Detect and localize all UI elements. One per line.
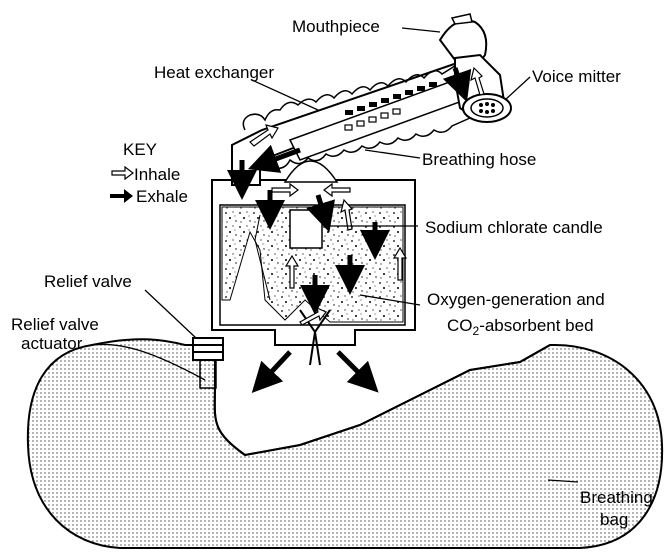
mouthpiece-label: Mouthpiece [292, 17, 380, 36]
breathing-bag [28, 339, 662, 548]
key-legend: KEY Inhale Exhale [110, 140, 188, 206]
solid-arrow-icon [110, 189, 133, 203]
sodium-candle-label: Sodium chlorate candle [425, 218, 603, 237]
breathing-bag-label-line2: bag [600, 510, 628, 529]
key-exhale-label: Exhale [136, 187, 188, 206]
relief-actuator-label-line2: actuator [21, 334, 83, 353]
oxygen-bed-co: CO [447, 316, 473, 335]
canister-dome [285, 161, 337, 182]
voice-mitter [463, 94, 511, 122]
heat-exchanger-label: Heat exchanger [154, 63, 274, 82]
relief-valve-label: Relief valve [44, 272, 132, 291]
breathing-hose-label: Breathing hose [422, 150, 536, 169]
oxygen-bed-label-line2: CO2-absorbent bed [447, 316, 594, 338]
voice-mitter-label: Voice mitter [532, 67, 621, 86]
oxygen-bed-label-line1: Oxygen-generation and [427, 290, 605, 309]
key-inhale-label: Inhale [134, 165, 180, 184]
sodium-candle-block [290, 210, 322, 248]
oxygen-bed-rest: -absorbent bed [479, 316, 593, 335]
hollow-arrow-icon [112, 167, 133, 179]
breathing-bag-label-line1: Breathing [580, 488, 653, 507]
key-title: KEY [123, 140, 157, 159]
relief-actuator-label-line1: Relief valve [11, 315, 99, 334]
